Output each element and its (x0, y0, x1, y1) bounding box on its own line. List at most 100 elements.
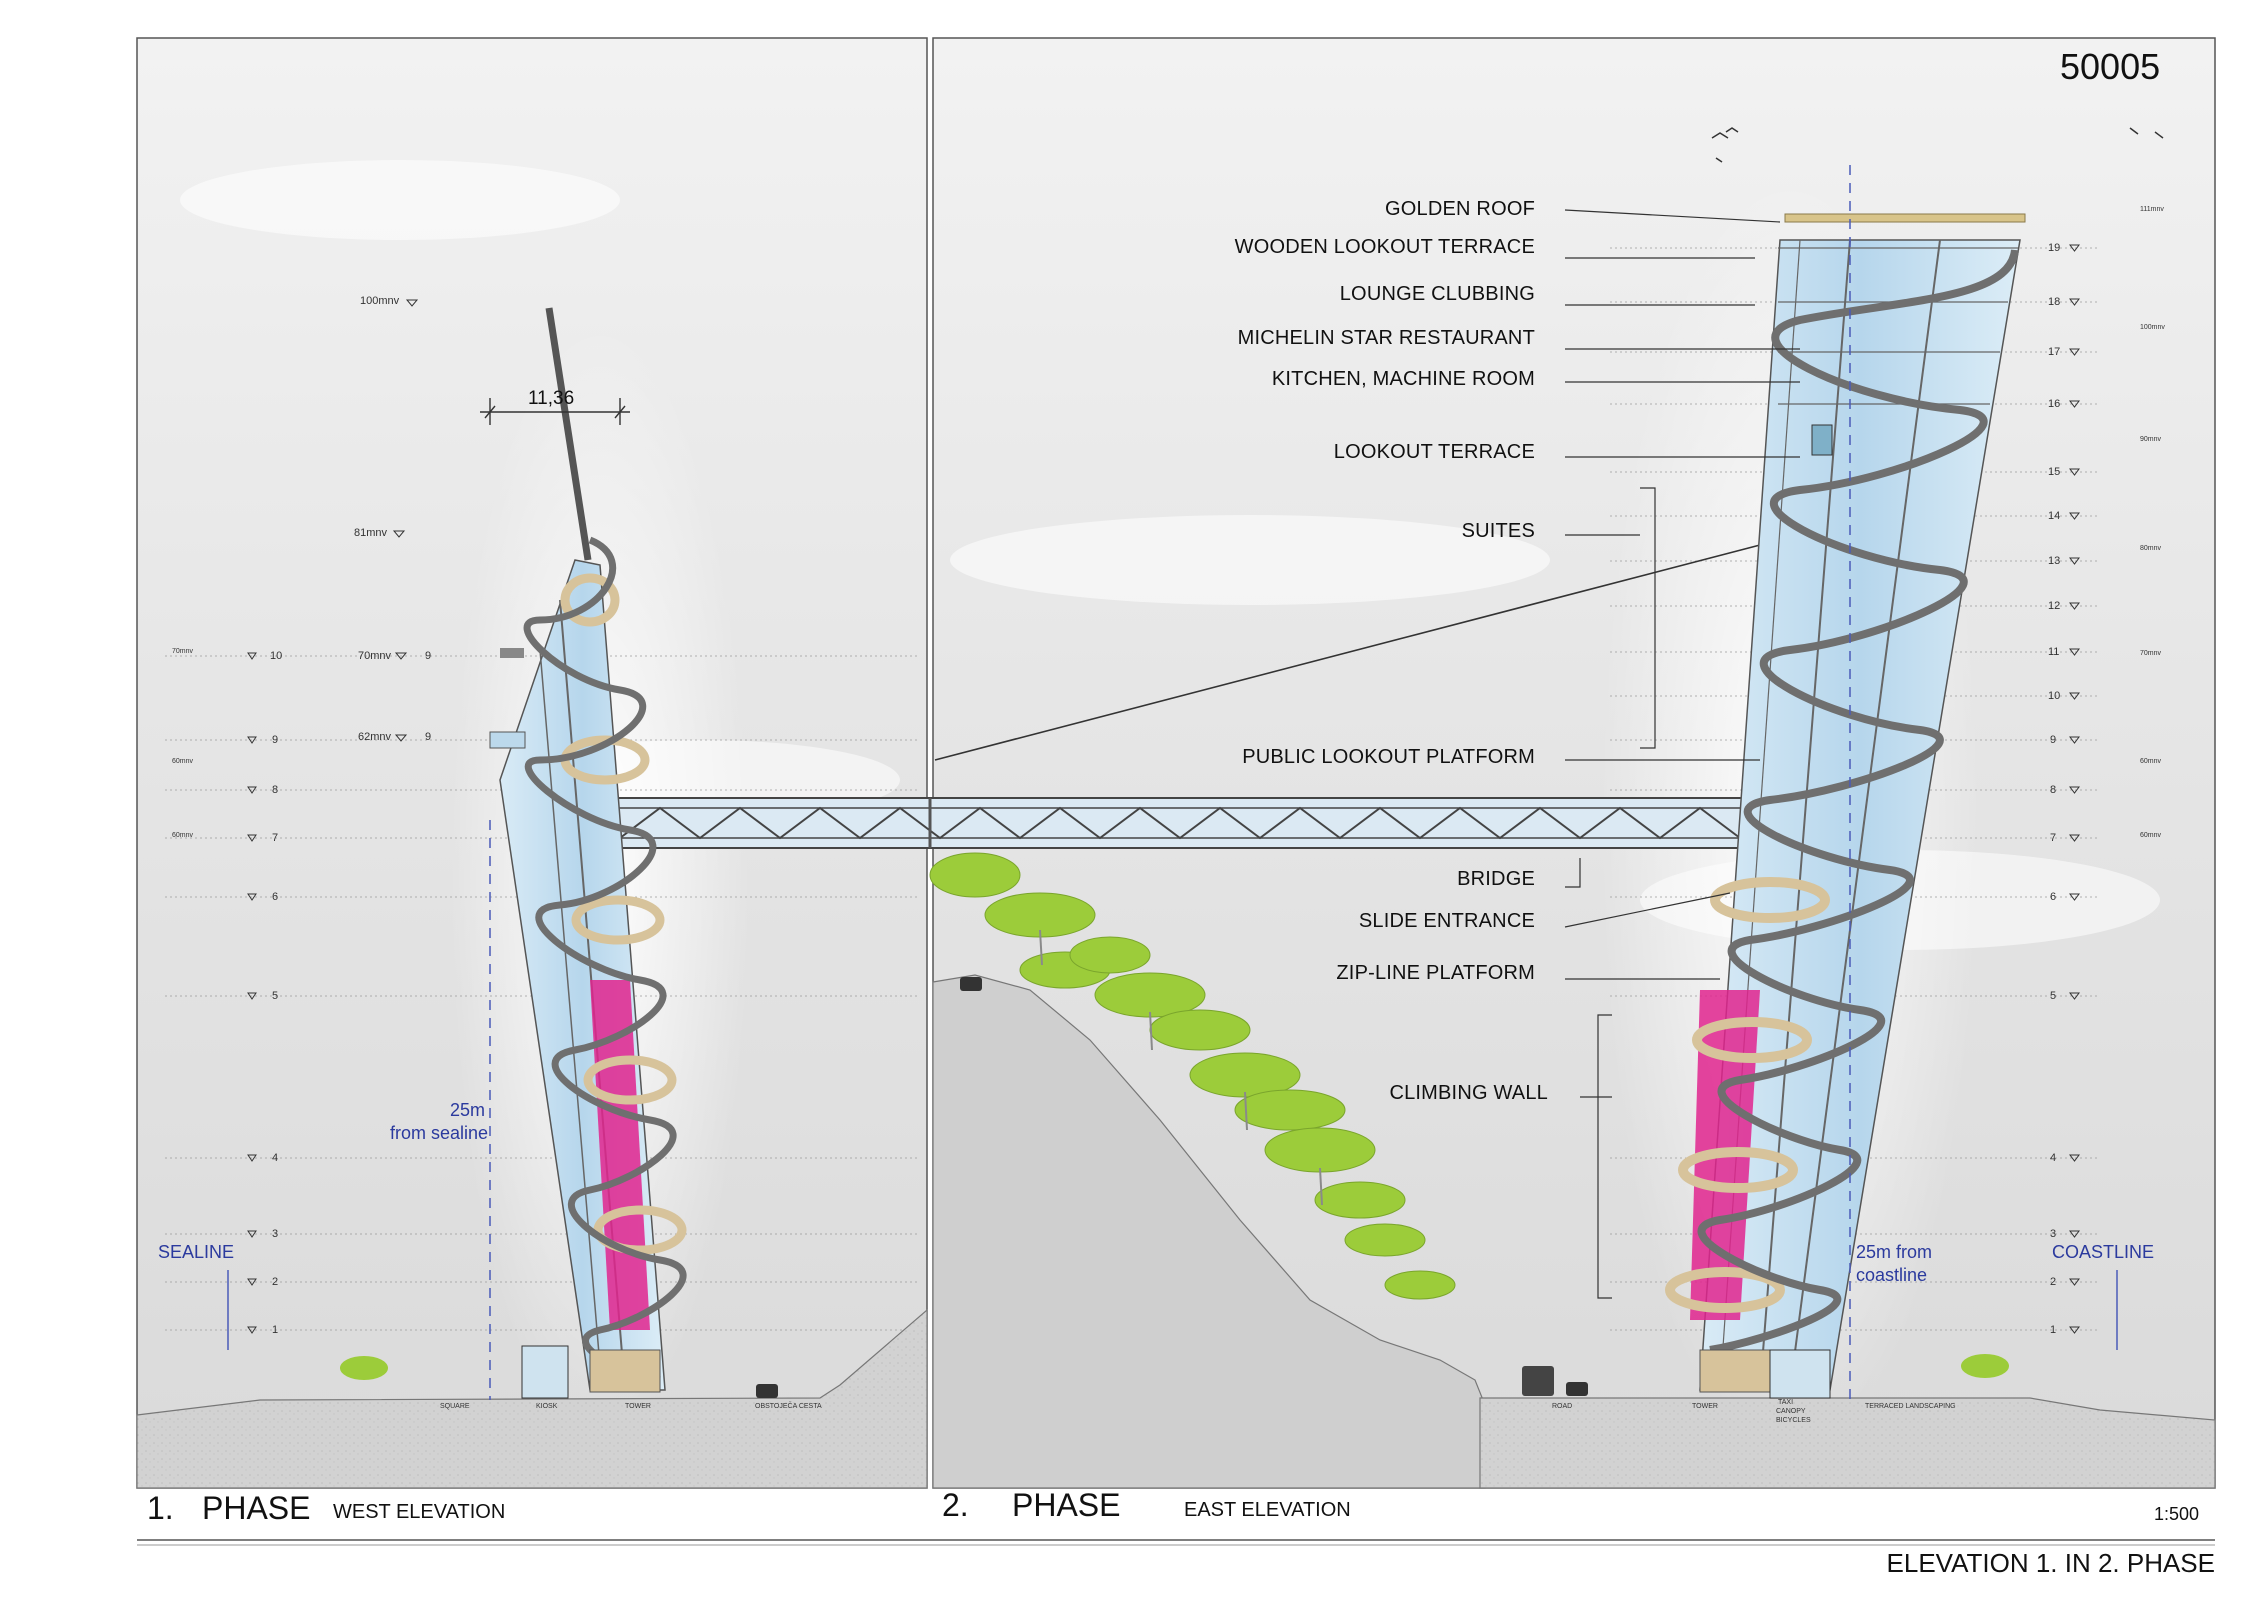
sheet-scale: 1:500 (2154, 1504, 2200, 1524)
east-small-80: 80mnv (2140, 545, 2162, 552)
callout-suites: SUITES (1461, 520, 1535, 542)
east-level-11: 11 (2048, 646, 2060, 658)
sheet-title: ELEVATION 1. IN 2. PHASE (1886, 1548, 2215, 1578)
golden-roof-shape (1784, 213, 2026, 223)
west-level-3: 3 (272, 1228, 279, 1240)
callout-zip-line-platform: ZIP-LINE PLATFORM (1336, 962, 1535, 984)
west-level-7: 7 (272, 832, 279, 844)
east-level-12: 12 (2048, 600, 2061, 612)
west-small-60a: 60mnv (172, 758, 194, 765)
ground-label-bicycles: BICYCLES (1776, 1417, 1811, 1424)
east-level-16: 16 (2048, 398, 2061, 410)
east-car (1566, 1382, 1588, 1396)
phase1-phase: PHASE (202, 1490, 311, 1526)
phase1-subtitle: WEST ELEVATION (333, 1501, 506, 1523)
west-level-9-mast: 9 (425, 650, 432, 662)
west-level-5: 5 (272, 990, 279, 1002)
ground-label-tower-east: TOWER (1692, 1403, 1718, 1410)
east-small-100: 100mnv (2140, 324, 2165, 331)
west-level-2: 2 (272, 1276, 279, 1288)
east-level-7: 7 (2050, 832, 2057, 844)
ground-label-canopy: CANOPY (1776, 1408, 1806, 1415)
phase2-subtitle: EAST ELEVATION (1184, 1499, 1351, 1521)
east-small-60a: 60mnv (2140, 758, 2162, 765)
west-elev-100: 100mnv (360, 295, 400, 307)
ground-label-taxi: TAXI (1778, 1399, 1794, 1406)
west-level-10: 10 (270, 650, 283, 662)
west-elev-81: 81mnv (354, 527, 388, 539)
hillside-trees (929, 852, 1456, 1300)
east-distance-value: 25m from (1856, 1242, 1933, 1262)
ground-label-terraced-landscaping: TERRACED LANDSCAPING (1865, 1403, 1956, 1410)
west-level-8: 8 (272, 784, 279, 796)
ground-label-tower-west: TOWER (625, 1403, 651, 1410)
birds (1711, 127, 2164, 163)
ground-label-kiosk: KIOSK (536, 1403, 558, 1410)
tree-trunks (1039, 929, 1323, 1206)
west-elev-70: 70mnv (358, 650, 392, 662)
phase2-number: 2. (942, 1487, 969, 1523)
west-distance-value: 25m (450, 1100, 486, 1120)
east-small-70: 70mnv (2140, 650, 2162, 657)
east-level-10: 10 (2048, 690, 2061, 702)
ground-label-road-east: ROAD (1552, 1403, 1573, 1410)
east-small-111: 111mnv (2140, 206, 2164, 213)
west-level-4: 4 (272, 1152, 279, 1164)
east-level-3: 3 (2050, 1228, 2057, 1240)
east-level-15: 15 (2048, 466, 2061, 478)
hillside-car (960, 977, 982, 991)
sheet-number: 50005 (2060, 46, 2161, 87)
west-elev-62: 62mnv (358, 731, 392, 743)
phase1-number: 1. (147, 1490, 174, 1526)
west-small-60b: 60mnv (172, 832, 194, 839)
east-level-4: 4 (2050, 1152, 2057, 1164)
east-canopy (1769, 1349, 1831, 1399)
ground-label-road-west: OBSTOJEČA CESTA (755, 1403, 822, 1410)
callout-bridge: BRIDGE (1457, 868, 1535, 890)
zip-line (934, 544, 1761, 761)
east-small-tree (1961, 1354, 2009, 1378)
sealine-label: SEALINE (158, 1242, 235, 1262)
east-level-13: 13 (2048, 555, 2061, 567)
west-level-9: 9 (272, 734, 279, 746)
east-tower (1665, 213, 2026, 1393)
west-distance-from: from sealine (390, 1123, 489, 1143)
west-dimension: 11,36 (528, 388, 575, 409)
east-level-1: 1 (2050, 1324, 2057, 1336)
east-truck (1522, 1366, 1554, 1396)
east-level-9: 9 (2050, 734, 2057, 746)
east-level-8: 8 (2050, 784, 2057, 796)
callout-golden-roof: GOLDEN ROOF (1385, 198, 1535, 220)
coastline-label: COASTLINE (2052, 1242, 2155, 1262)
bridge (599, 797, 1746, 849)
callout-lounge-clubbing: LOUNGE CLUBBING (1339, 283, 1535, 305)
phase2-phase: PHASE (1012, 1487, 1121, 1523)
east-small-60b: 60mnv (2140, 832, 2162, 839)
callout-climbing-wall: CLIMBING WALL (1389, 1082, 1548, 1104)
west-small-tree (340, 1356, 388, 1380)
west-tower (489, 307, 687, 1393)
west-level-lines (165, 655, 920, 1331)
callout-slide-entrance: SLIDE ENTRANCE (1358, 910, 1535, 932)
east-level-6: 6 (2050, 891, 2057, 903)
callout-lookout-terrace: LOOKOUT TERRACE (1333, 441, 1535, 463)
west-car (756, 1384, 778, 1398)
west-ground (136, 1308, 928, 1489)
east-distance-from: coastline (1856, 1265, 1928, 1285)
east-level-18: 18 (2048, 296, 2061, 308)
east-level-2: 2 (2050, 1276, 2057, 1288)
dimension-line (480, 398, 630, 425)
west-level-9-platform: 9 (425, 731, 432, 743)
callout-kitchen-machine-room: KITCHEN, MACHINE ROOM (1271, 368, 1535, 390)
ground-label-square: SQUARE (440, 1403, 470, 1410)
east-ground (1479, 1397, 2216, 1489)
east-level-14: 14 (2048, 510, 2061, 522)
callout-public-lookout-platform: PUBLIC LOOKOUT PLATFORM (1242, 746, 1535, 768)
east-small-90: 90mnv (2140, 436, 2162, 443)
west-kiosk (521, 1345, 569, 1399)
west-level-6: 6 (272, 891, 279, 903)
east-level-17: 17 (2048, 346, 2061, 358)
west-level-1: 1 (272, 1324, 279, 1336)
east-level-5: 5 (2050, 990, 2057, 1002)
